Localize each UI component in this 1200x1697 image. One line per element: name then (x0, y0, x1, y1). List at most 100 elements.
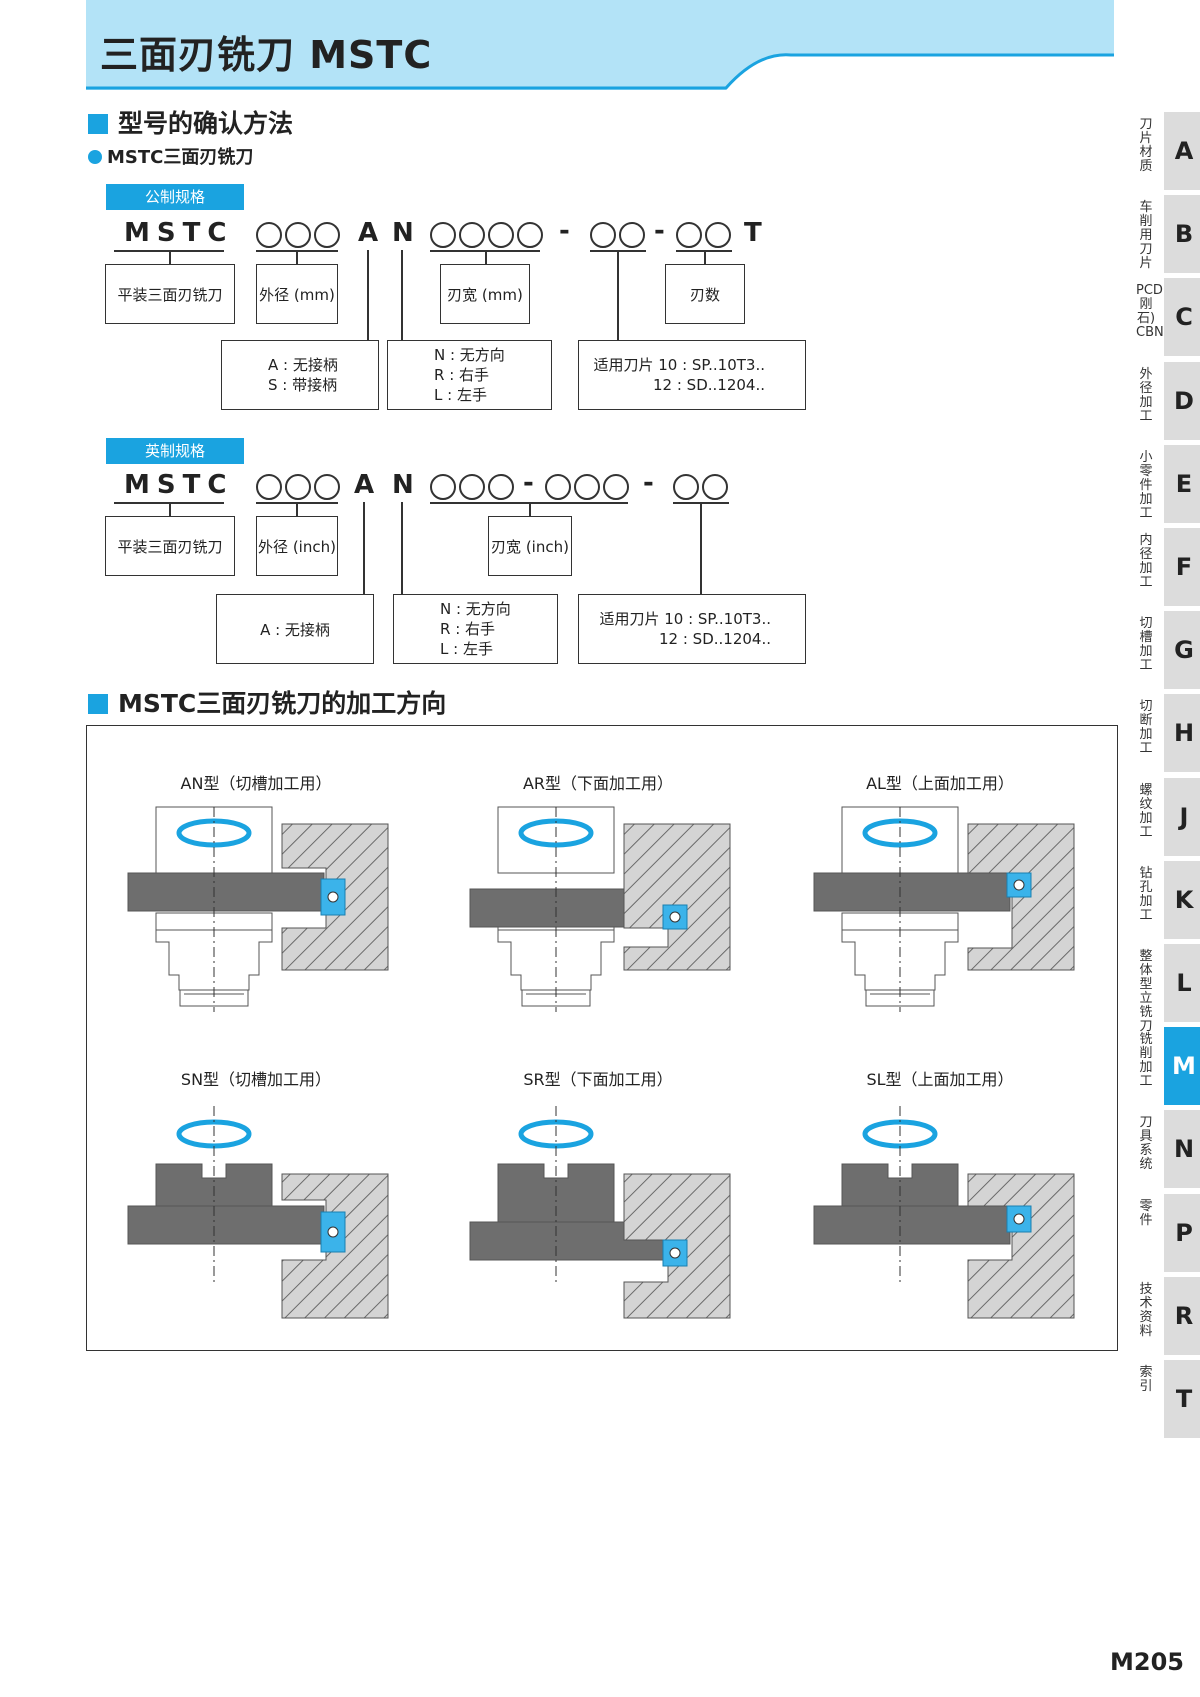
inch-insert-10: 适用刀片 10 : SP..10T3.. (599, 610, 771, 628)
metric-code-mstc: MSTC (124, 218, 234, 248)
metric-direction-r: R : 右手 (434, 366, 490, 384)
metric-shank-box: A : 无接柄 S : 带接柄 (221, 340, 379, 410)
metric-direction-n: N : 无方向 (434, 346, 505, 364)
metric-code-a: A (358, 218, 379, 248)
side-tab-label-h: 切断加工 (1139, 699, 1153, 756)
diagram-an (127, 806, 389, 1012)
direction-diagrams (127, 806, 1075, 1319)
side-tab-label-f: 内径加工 (1139, 533, 1153, 590)
inch-tag: 英制规格 (106, 438, 244, 464)
metric-insert-digits (590, 222, 648, 249)
side-tab-a[interactable]: A (1164, 112, 1200, 190)
section-title-model-code: 型号的确认方法 (88, 104, 293, 140)
header-band (86, 0, 1114, 90)
inch-code-mstc: MSTC (124, 470, 234, 500)
inch-width-digits-2 (545, 474, 632, 501)
inch-label-width: 刃宽 (inch) (488, 516, 572, 576)
side-tab-f[interactable]: F (1164, 528, 1200, 606)
metric-label-type: 平装三面刃铣刀 (105, 264, 235, 324)
subtitle: MSTC三面刃铣刀 (88, 143, 253, 169)
side-tab-label-g: 切槽加工 (1139, 616, 1153, 673)
side-tab-d[interactable]: D (1164, 362, 1200, 440)
diagram-sn (127, 1106, 389, 1319)
metric-insert-12: 12 : SD..1204.. (653, 376, 765, 394)
metric-width-digits (430, 222, 546, 249)
side-tab-n[interactable]: N (1164, 1110, 1200, 1188)
metric-code-t: T (744, 218, 762, 248)
metric-insert-10: 适用刀片 10 : SP..10T3.. (593, 356, 765, 374)
diagram-sl (813, 1106, 1075, 1319)
side-tab-c[interactable]: C (1164, 278, 1200, 356)
side-tab-label-d: 外径加工 (1139, 367, 1153, 424)
inch-direction-box: N : 无方向 R : 右手 L : 左手 (393, 594, 558, 664)
side-tab-label-r: 技术资料 (1139, 1282, 1153, 1339)
metric-label-teeth: 刃数 (665, 264, 745, 324)
side-tab-label-e: 小零件加工 (1139, 450, 1153, 521)
metric-tag: 公制规格 (106, 184, 244, 210)
side-tab-k[interactable]: K (1164, 861, 1200, 939)
page-number: M205 (1110, 1648, 1184, 1676)
diagram-ar (469, 806, 731, 1012)
metric-shank-a: A : 无接柄 (268, 356, 338, 374)
inch-insert-box: 适用刀片 10 : SP..10T3.. 12 : SD..1204.. (578, 594, 806, 664)
side-tab-label-c: PCD(金刚石) CBN (1136, 283, 1181, 340)
side-tab-g[interactable]: G (1164, 611, 1200, 689)
inch-dash-2: - (643, 468, 654, 498)
inch-code-n: N (392, 470, 414, 500)
diagram-sr (469, 1106, 731, 1319)
inch-dia-digits (256, 474, 343, 501)
metric-label-width: 刃宽 (mm) (440, 264, 530, 324)
diagram-label-ar: AR型（下面加工用） (522, 774, 674, 793)
diagram-al (813, 806, 1075, 1012)
section-title-direction: MSTC三面刃铣刀的加工方向 (88, 684, 446, 720)
direction-diagram-frame (86, 725, 1118, 1351)
side-tab-r[interactable]: R (1164, 1277, 1200, 1355)
side-tab-label-k: 钻孔加工 (1139, 866, 1153, 923)
inch-shank-a: A : 无接柄 (260, 620, 330, 639)
inch-label-type: 平装三面刃铣刀 (105, 516, 235, 576)
side-tab-label-a: 刀片材质 (1139, 117, 1153, 174)
inch-shank-box: A : 无接柄 (216, 594, 374, 664)
inch-direction-n: N : 无方向 (440, 600, 511, 618)
side-tab-p[interactable]: P (1164, 1194, 1200, 1272)
section-square-icon (88, 114, 108, 134)
inch-direction-r: R : 右手 (440, 620, 496, 638)
diagram-label-an: AN型（切槽加工用） (180, 774, 332, 793)
diagram-label-sr: SR型（下面加工用） (523, 1070, 673, 1089)
diagram-label-sl: SL型（上面加工用） (866, 1070, 1014, 1089)
diagram-label-al: AL型（上面加工用） (866, 774, 1014, 793)
side-tab-label-t: 索引 (1139, 1365, 1153, 1394)
inch-insert-digits (673, 474, 731, 501)
side-tab-label-p: 零件 (1139, 1199, 1153, 1228)
metric-direction-box: N : 无方向 R : 右手 L : 左手 (387, 340, 552, 410)
side-tab-l[interactable]: L (1164, 944, 1200, 1022)
diagram-label-sn: SN型（切槽加工用） (180, 1070, 332, 1089)
metric-dia-digits (256, 222, 343, 249)
metric-label-dia: 外径 (mm) (256, 264, 338, 324)
side-tab-b[interactable]: B (1164, 195, 1200, 273)
side-tab-j[interactable]: J (1164, 778, 1200, 856)
metric-teeth-digits (676, 222, 734, 249)
inch-dash-1: - (523, 468, 534, 498)
side-tab-label-l: 整体型立铣刀 (1139, 949, 1153, 1034)
inch-width-digits-1 (430, 474, 517, 501)
side-tab-label-n: 刀具系统 (1139, 1115, 1153, 1172)
metric-dash-1: - (559, 216, 570, 246)
side-tab-label-b: 车削用刀片 (1139, 200, 1153, 271)
metric-insert-box: 适用刀片 10 : SP..10T3.. 12 : SD..1204.. (578, 340, 806, 410)
section-square-icon (88, 694, 108, 714)
bullet-dot-icon (88, 150, 102, 164)
inch-code-a: A (354, 470, 375, 500)
side-tab-label-m: 铣削加工 (1139, 1032, 1153, 1089)
metric-dash-2: - (654, 216, 665, 246)
side-tab-label-j: 螺纹加工 (1139, 783, 1153, 840)
metric-direction-l: L : 左手 (434, 386, 487, 404)
side-tab-e[interactable]: E (1164, 445, 1200, 523)
inch-label-dia: 外径 (inch) (256, 516, 338, 576)
inch-direction-l: L : 左手 (440, 640, 493, 658)
side-tab-h[interactable]: H (1164, 694, 1200, 772)
side-tab-m[interactable]: M (1164, 1027, 1200, 1105)
metric-code-n: N (392, 218, 414, 248)
inch-insert-12: 12 : SD..1204.. (659, 630, 771, 648)
side-tab-t[interactable]: T (1164, 1360, 1200, 1438)
